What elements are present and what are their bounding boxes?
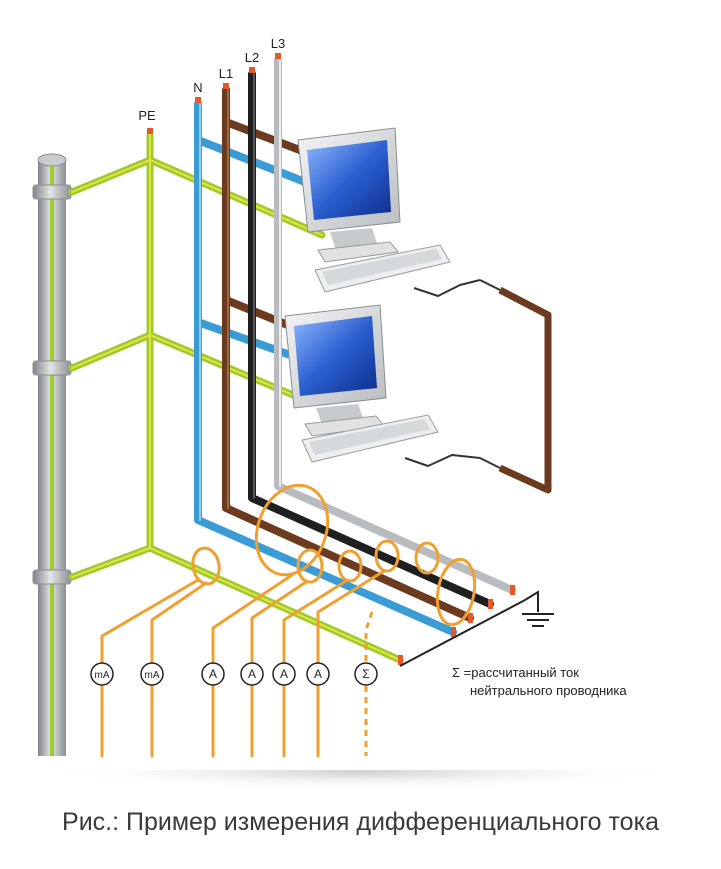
ammeter-meter: A <box>240 662 264 686</box>
l1-label: L1 <box>219 66 233 81</box>
pe-label: PE <box>138 108 156 123</box>
l3-conductor <box>274 56 516 594</box>
l1-conductor <box>222 86 474 622</box>
conductor-tips <box>147 53 515 665</box>
ground-pole <box>32 153 72 756</box>
meter-label: mA <box>145 670 160 681</box>
sum-meter: Σ <box>354 662 378 686</box>
meter-label: mA <box>95 670 110 681</box>
meter-label: Σ <box>362 667 369 681</box>
meter-label: A <box>248 667 256 681</box>
ammeter-meter: A <box>201 662 225 686</box>
meter-label: A <box>314 667 322 681</box>
milliammeter-meter: mA <box>140 662 164 686</box>
ground-symbol-icon <box>522 592 554 627</box>
l3-label: L3 <box>271 36 285 51</box>
n-label: N <box>193 80 202 95</box>
meter-label: A <box>209 667 217 681</box>
l2-conductor <box>248 70 494 608</box>
ammeter-meter: A <box>306 662 330 686</box>
computer-icon <box>297 127 401 263</box>
sum-lead <box>364 611 374 756</box>
keyboard-icon <box>314 244 451 293</box>
l2-label: L2 <box>245 50 259 65</box>
meter-label: A <box>280 667 288 681</box>
ammeter-meter: A <box>272 662 296 686</box>
external-loop <box>404 279 552 494</box>
sum-note-line2: нейтрального проводника <box>470 683 627 698</box>
figure-caption: Рис.: Пример измерения дифференциального… <box>62 808 659 836</box>
computer-icon <box>284 304 387 437</box>
measurement-clamps <box>100 483 477 758</box>
meters: mA mA A A A A Σ <box>90 662 378 686</box>
milliammeter-meter: mA <box>90 662 114 686</box>
sum-note-line1: Σ =рассчитанный ток <box>452 665 579 680</box>
keyboard-icon <box>301 414 439 463</box>
